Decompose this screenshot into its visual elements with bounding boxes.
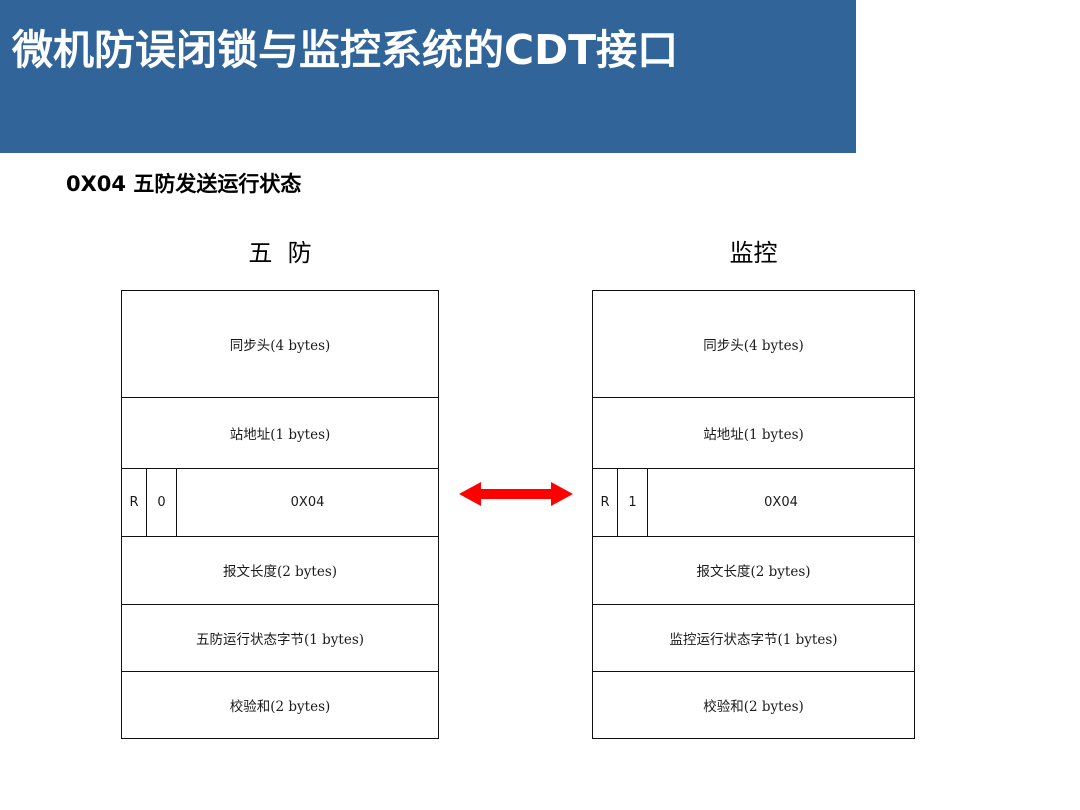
control-function-code: 0X04 (290, 495, 325, 511)
control-bit-direction: 1 (618, 469, 648, 536)
control-bit-r: R (593, 469, 618, 536)
section-subtitle: 0X04 五防发送运行状态 (66, 172, 302, 196)
control-bit-r: R (122, 469, 147, 536)
frame-row-sync-header: 同步头(4 bytes) (122, 291, 438, 398)
frame-row-sync-header: 同步头(4 bytes) (593, 291, 914, 398)
frame-row-control: R 0 0X04 (122, 469, 438, 537)
frame-row-station-address: 站地址(1 bytes) (593, 398, 914, 470)
column-heading-jiankong: 监控 (729, 239, 778, 267)
bidirectional-link-arrow (459, 482, 573, 506)
control-function-code: 0X04 (764, 495, 798, 511)
control-bit-direction: 0 (147, 469, 177, 536)
frame-row-checksum: 校验和(2 bytes) (229, 699, 331, 716)
column-heading-wufang: 五 防 (248, 239, 312, 267)
frame-row-message-length: 报文长度(2 bytes) (122, 537, 438, 605)
frame-diagram-jiankong: 同步头(4 bytes) 站地址(1 bytes) R 1 0X04 报文长度(… (592, 290, 915, 739)
frame-row-control: R 1 0X04 (593, 469, 914, 537)
frame-row-status-byte: 五防运行状态字节(1 bytes) (122, 605, 438, 673)
page-title: 微机防误闭锁与监控系统的CDT接口 (12, 26, 679, 74)
frame-row-message-length: 报文长度(2 bytes) (593, 537, 914, 605)
frame-row-checksum: 校验和(2 bytes) (703, 699, 804, 716)
frame-row-station-address: 站地址(1 bytes) (122, 398, 438, 470)
title-banner: 微机防误闭锁与监控系统的CDT接口 (0, 0, 856, 153)
frame-row-status-byte: 监控运行状态字节(1 bytes) (593, 605, 914, 673)
frame-diagram-wufang: 同步头(4 bytes) 站地址(1 bytes) R 0 0X04 报文长度(… (121, 290, 439, 739)
